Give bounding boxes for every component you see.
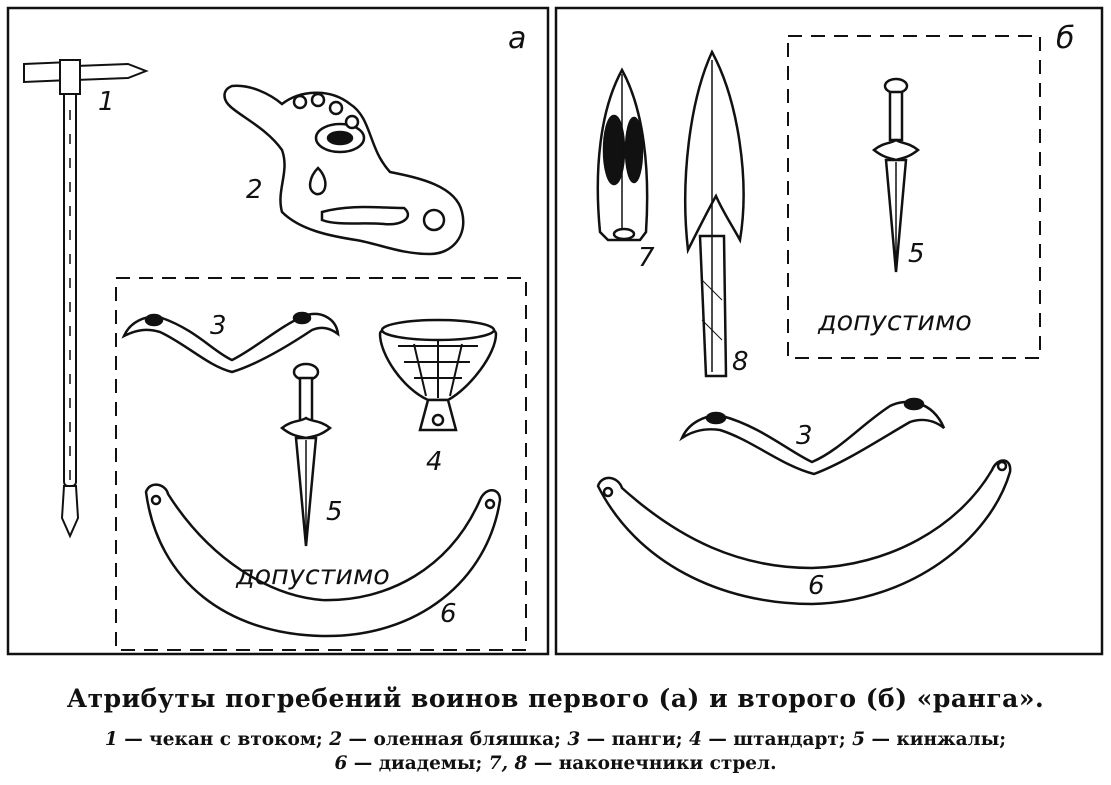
panel-b-frame bbox=[554, 6, 1104, 656]
war-pick-drawing bbox=[23, 59, 149, 539]
arrowhead-drawing-7 bbox=[596, 67, 649, 242]
dagger-drawing-b bbox=[871, 77, 921, 273]
standard-drawing bbox=[378, 318, 498, 432]
legend-item-1: 1 — чекан с втоком; bbox=[104, 729, 330, 750]
panel-a-note: допустимо bbox=[235, 560, 390, 591]
label-3-a: 3 bbox=[210, 311, 227, 341]
legend-item-6: 6 — диадемы; bbox=[334, 753, 489, 774]
panel-b-dashed-group bbox=[787, 35, 1041, 359]
deer-plaque-drawing bbox=[223, 84, 465, 256]
caption-legend: 1 — чекан с втоком; 2 — оленная бляшка; … bbox=[0, 728, 1111, 776]
arrowhead-drawing-8 bbox=[684, 49, 745, 378]
label-6-a: 6 bbox=[440, 599, 457, 629]
legend-item-7-8: 7, 8 — наконечники стрел. bbox=[488, 753, 777, 774]
label-3-b: 3 bbox=[796, 421, 813, 451]
label-5-b: 5 bbox=[908, 239, 925, 269]
legend-item-3: 3 — панги; bbox=[567, 729, 689, 750]
pangi-drawing-b bbox=[679, 397, 946, 476]
figure-illustration: а б 1 2 3 4 bbox=[6, 6, 1104, 656]
legend-item-2: 2 — оленная бляшка; bbox=[329, 729, 568, 750]
label-6-b: 6 bbox=[808, 571, 825, 601]
legend-item-5: 5 — кинжалы; bbox=[852, 729, 1007, 750]
label-4: 4 bbox=[426, 447, 443, 477]
panel-b-letter: б bbox=[1056, 21, 1075, 56]
legend-item-4: 4 — штандарт; bbox=[689, 729, 853, 750]
panel-a-frame bbox=[6, 6, 550, 656]
diadem-drawing-b bbox=[596, 459, 1012, 606]
caption-title: Атрибуты погребений воинов первого (а) и… bbox=[66, 684, 1045, 713]
label-7: 7 bbox=[638, 243, 655, 273]
label-8: 8 bbox=[732, 347, 749, 377]
dagger-drawing-a bbox=[279, 362, 333, 547]
panel-a-letter: а bbox=[508, 21, 526, 56]
label-1: 1 bbox=[98, 87, 115, 117]
panel-b-note: допустимо bbox=[817, 306, 972, 337]
pangi-drawing-a bbox=[121, 311, 340, 374]
label-2: 2 bbox=[246, 175, 263, 205]
label-5-a: 5 bbox=[326, 497, 343, 527]
diadem-drawing-a bbox=[144, 483, 502, 638]
